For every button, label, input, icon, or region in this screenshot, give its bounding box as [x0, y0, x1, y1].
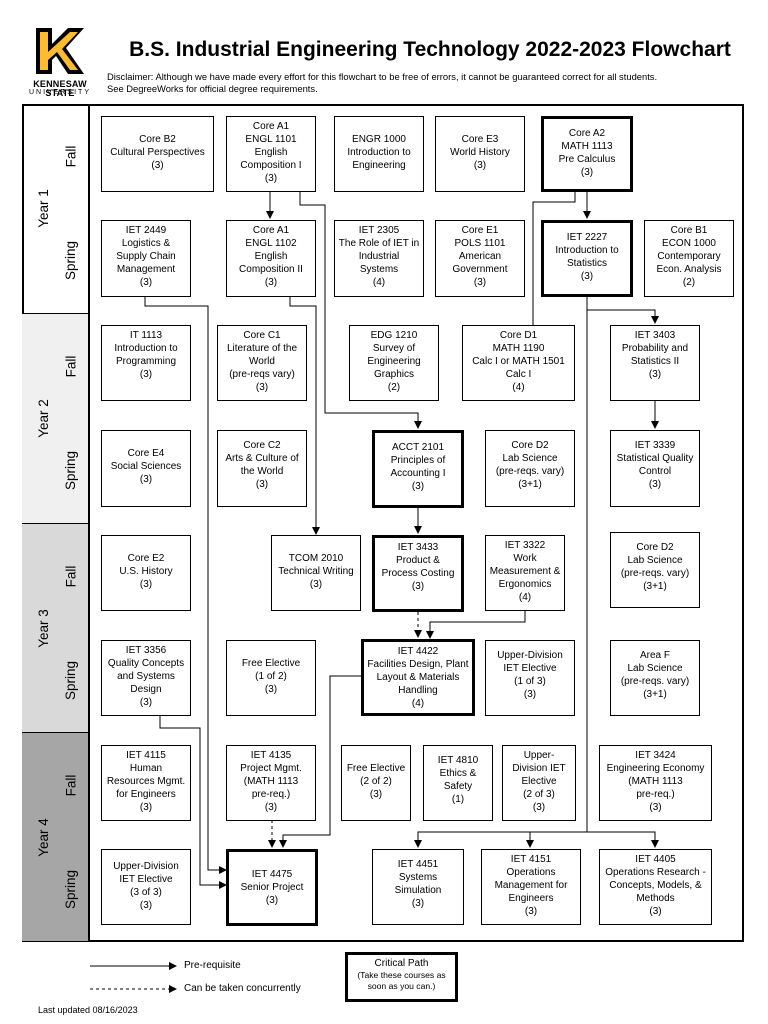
course-iet4135[interactable]: IET 4135 Project Mgmt. (MATH 1113 pre-re…: [226, 745, 316, 821]
course-engr1000[interactable]: ENGR 1000 Introduction to Engineering: [334, 116, 424, 192]
legend-prereq-label: Pre-requisite: [184, 960, 241, 971]
ksu-logo: KENNESAW STATE UNIVERSITY: [22, 22, 98, 98]
course-core-e2[interactable]: Core E2 U.S. History (3): [101, 535, 191, 611]
course-acct2101[interactable]: ACCT 2101 Principles of Accounting I (3): [372, 430, 464, 508]
course-iet2305[interactable]: IET 2305 The Role of IET in Industrial S…: [334, 220, 424, 297]
year-4-spring-label: Spring: [63, 869, 79, 909]
year-2-label: Year 2: [35, 399, 51, 438]
year-1-label: Year 1: [35, 189, 51, 228]
course-iet4405[interactable]: IET 4405 Operations Research - Concepts,…: [599, 849, 712, 925]
course-iet4151[interactable]: IET 4151 Operations Management for Engin…: [481, 849, 581, 925]
year-4-fall-label: Fall: [63, 774, 79, 796]
course-math1113[interactable]: Core A2 MATH 1113 Pre Calculus (3): [541, 116, 633, 192]
legend-concurrent-label: Can be taken concurrently: [184, 983, 301, 994]
course-core-e4[interactable]: Core E4 Social Sciences (3): [101, 430, 191, 507]
logo-subtext: UNIVERSITY: [28, 89, 91, 96]
course-iet3403[interactable]: IET 3403 Probability and Statistics II (…: [610, 325, 700, 401]
year-2-column: Year 2 Fall Spring: [22, 314, 90, 524]
course-core-c1[interactable]: Core C1 Literature of the World (pre-req…: [217, 325, 307, 401]
course-iet3424[interactable]: IET 3424 Engineering Economy (MATH 1113 …: [599, 745, 712, 821]
year-1-fall-label: Fall: [63, 145, 79, 168]
course-iet4475[interactable]: IET 4475 Senior Project (3): [226, 849, 318, 926]
course-iet3356[interactable]: IET 3356 Quality Concepts and Systems De…: [101, 640, 191, 716]
course-iet4422[interactable]: IET 4422 Facilities Design, Plant Layout…: [361, 639, 475, 716]
course-iet3322[interactable]: IET 3322 Work Measurement & Ergonomics (…: [485, 535, 565, 611]
course-core-d2-y3[interactable]: Core D2 Lab Science (pre-reqs. vary) (3+…: [610, 532, 700, 608]
disclaimer-line-2: See DegreeWorks for official degree requ…: [107, 83, 318, 94]
year-1-spring-label: Spring: [63, 241, 79, 281]
course-core-b2[interactable]: Core B2 Cultural Perspectives (3): [101, 116, 214, 192]
course-core-e3[interactable]: Core E3 World History (3): [435, 116, 525, 192]
course-iet3433[interactable]: IET 3433 Product & Process Costing (3): [372, 535, 464, 612]
course-iet4451[interactable]: IET 4451 Systems Simulation (3): [372, 849, 464, 925]
course-tcom2010[interactable]: TCOM 2010 Technical Writing (3): [271, 535, 361, 611]
course-it1113[interactable]: IT 1113 Introduction to Programming (3): [101, 325, 191, 401]
course-ud-elective-1[interactable]: Upper-Division IET Elective (1 of 3) (3): [485, 640, 575, 716]
course-iet2449[interactable]: IET 2449 Logistics & Supply Chain Manage…: [101, 220, 191, 297]
course-iet3339[interactable]: IET 3339 Statistical Quality Control (3): [610, 430, 700, 507]
year-4-label: Year 4: [35, 817, 51, 857]
course-iet4810[interactable]: IET 4810 Ethics & Safety (1): [423, 745, 493, 821]
course-core-c2[interactable]: Core C2 Arts & Culture of the World (3): [217, 430, 307, 507]
legend-critical-path: Critical Path (Take these courses as soo…: [345, 952, 458, 1002]
course-free-elective-2[interactable]: Free Elective (2 of 2) (3): [341, 745, 411, 821]
year-3-spring-label: Spring: [63, 660, 79, 700]
course-area-f[interactable]: Area F Lab Science (pre-reqs. vary) (3+1…: [610, 640, 700, 716]
year-2-fall-label: Fall: [63, 355, 79, 378]
disclaimer-line-1: Disclaimer: Although we have made every …: [107, 71, 658, 82]
year-3-fall-label: Fall: [63, 565, 79, 587]
course-econ1000[interactable]: Core B1 ECON 1000 Contemporary Econ. Ana…: [644, 220, 734, 297]
course-pols1101[interactable]: Core E1 POLS 1101 American Government (3…: [435, 220, 525, 297]
course-free-elective-1[interactable]: Free Elective (1 of 2) (3): [226, 640, 316, 716]
year-4-column: Year 4 Fall Spring: [22, 733, 90, 942]
course-ud-elective-2[interactable]: Upper- Division IET Elective (2 of 3) (3…: [502, 745, 576, 821]
page-title: B.S. Industrial Engineering Technology 2…: [129, 38, 731, 61]
course-iet2227[interactable]: IET 2227 Introduction to Statistics (3): [541, 220, 633, 297]
legend-critical-title: Critical Path: [374, 958, 429, 969]
disclaimer: Disclaimer: Although we have made every …: [107, 71, 747, 95]
ksu-logo-mark: [36, 28, 84, 74]
year-3-column: Year 3 Fall Spring: [22, 524, 90, 733]
course-math1190[interactable]: Core D1 MATH 1190 Calc I or MATH 1501 Ca…: [462, 325, 575, 401]
year-3-label: Year 3: [35, 608, 51, 648]
logo-text: KENNESAW STATE: [33, 79, 87, 98]
year-2-spring-label: Spring: [63, 451, 79, 491]
course-edg1210[interactable]: EDG 1210 Survey of Engineering Graphics …: [349, 325, 439, 401]
course-iet4115[interactable]: IET 4115 Human Resources Mgmt. for Engin…: [101, 745, 191, 821]
legend-critical-desc: (Take these courses as soon as you can.): [357, 970, 446, 991]
year-1-column: Year 1 Fall Spring: [22, 104, 90, 314]
course-core-d2-y2[interactable]: Core D2 Lab Science (pre-reqs. vary) (3+…: [485, 430, 575, 507]
course-ud-elective-3[interactable]: Upper-Division IET Elective (3 of 3) (3): [101, 849, 191, 925]
last-updated: Last updated 08/16/2023: [38, 1005, 138, 1015]
course-engl1102[interactable]: Core A1 ENGL 1102 English Composition II…: [226, 220, 316, 297]
course-engl1101[interactable]: Core A1 ENGL 1101 English Composition I …: [226, 116, 316, 192]
